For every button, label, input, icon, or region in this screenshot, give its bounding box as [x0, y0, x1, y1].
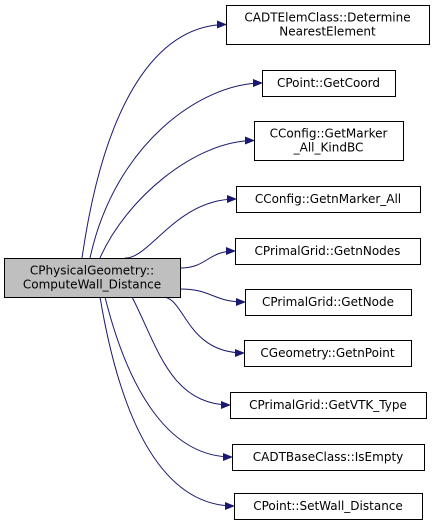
- node-cprimalgrid-getnnodes-box: [235, 238, 421, 265]
- edge-to-cprimalgrid-getvtk-type: [131, 296, 231, 409]
- node-cconfig-getmarker-all-kindbc-label-2: _All_KindBC: [293, 141, 364, 155]
- node-cprimalgrid-getnode[interactable]: CPrimalGrid::GetNode: [245, 289, 412, 316]
- node-cconfig-getmarker-all-kindbc-box: [254, 121, 404, 161]
- node-cpoint-getcoord-label-1: CPoint::GetCoord: [277, 76, 380, 90]
- node-source-computewall-distance-box: [4, 258, 181, 298]
- node-cgeometry-getnpoint[interactable]: CGeometry::GetnPoint: [244, 340, 412, 367]
- edge-to-cconfig-getmarker-all-kindbc: [99, 136, 255, 259]
- node-cgeometry-getnpoint-label-1: CGeometry::GetnPoint: [260, 346, 395, 360]
- node-source-computewall-distance[interactable]: CPhysicalGeometry::ComputeWall_Distance: [4, 258, 181, 298]
- edge-to-cpoint-getcoord: [89, 79, 263, 259]
- node-cadtelemclass-determinenearestelement-box: [226, 5, 430, 45]
- node-cconfig-getmarker-all-kindbc[interactable]: CConfig::GetMarker_All_KindBC: [254, 121, 404, 161]
- node-cprimalgrid-getvtk-type-box: [230, 392, 427, 419]
- node-cprimalgrid-getnode-label-1: CPrimalGrid::GetNode: [262, 295, 394, 309]
- node-source-computewall-distance-label-2: ComputeWall_Distance: [23, 278, 161, 292]
- node-cadtbaseclass-isempty-box: [232, 444, 425, 471]
- node-cpoint-setwall-distance[interactable]: CPoint::SetWall_Distance: [234, 493, 423, 520]
- edges: [81, 20, 263, 510]
- node-cprimalgrid-getvtk-type-label-1: CPrimalGrid::GetVTK_Type: [249, 398, 407, 412]
- edge-to-cpoint-setwall-distance: [99, 296, 235, 510]
- node-cpoint-getcoord-box: [262, 70, 396, 97]
- node-cpoint-getcoord[interactable]: CPoint::GetCoord: [262, 70, 396, 97]
- node-cgeometry-getnpoint-box: [244, 340, 412, 367]
- edge-to-cadtbaseclass-isempty: [104, 296, 233, 461]
- node-cpoint-setwall-distance-label-1: CPoint::SetWall_Distance: [253, 499, 403, 513]
- nodes: CPhysicalGeometry::ComputeWall_DistanceC…: [4, 5, 430, 520]
- node-cprimalgrid-getvtk-type[interactable]: CPrimalGrid::GetVTK_Type: [230, 392, 427, 419]
- edge-to-cprimalgrid-getnode: [179, 288, 246, 306]
- node-source-computewall-distance-label-1: CPhysicalGeometry::: [30, 264, 154, 278]
- node-cconfig-getmarker-all-kindbc-label-1: CConfig::GetMarker: [270, 127, 388, 141]
- node-cprimalgrid-getnnodes-label-1: CPrimalGrid::GetnNodes: [255, 244, 401, 258]
- edge-to-cconfig-getnmarker-all: [124, 195, 237, 259]
- edge-to-cprimalgrid-getnnodes: [179, 247, 236, 269]
- node-cprimalgrid-getnode-box: [245, 289, 412, 316]
- node-cconfig-getnmarker-all[interactable]: CConfig::GetnMarker_All: [236, 186, 421, 213]
- node-cadtelemclass-determinenearestelement-label-1: CADTElemClass::Determine: [244, 11, 410, 25]
- node-cprimalgrid-getnnodes[interactable]: CPrimalGrid::GetnNodes: [235, 238, 421, 265]
- node-cadtbaseclass-isempty[interactable]: CADTBaseClass::IsEmpty: [232, 444, 425, 471]
- node-cconfig-getnmarker-all-box: [236, 186, 421, 213]
- edge-to-cadtelemclass-determinenearestelement: [81, 20, 227, 259]
- node-cadtelemclass-determinenearestelement-label-2: NearestElement: [279, 25, 376, 39]
- node-cadtbaseclass-isempty-label-1: CADTBaseClass::IsEmpty: [253, 450, 404, 464]
- edge-to-cgeometry-getnpoint: [159, 296, 245, 357]
- node-cconfig-getnmarker-all-label-1: CConfig::GetnMarker_All: [255, 192, 401, 206]
- node-cpoint-setwall-distance-box: [234, 493, 423, 520]
